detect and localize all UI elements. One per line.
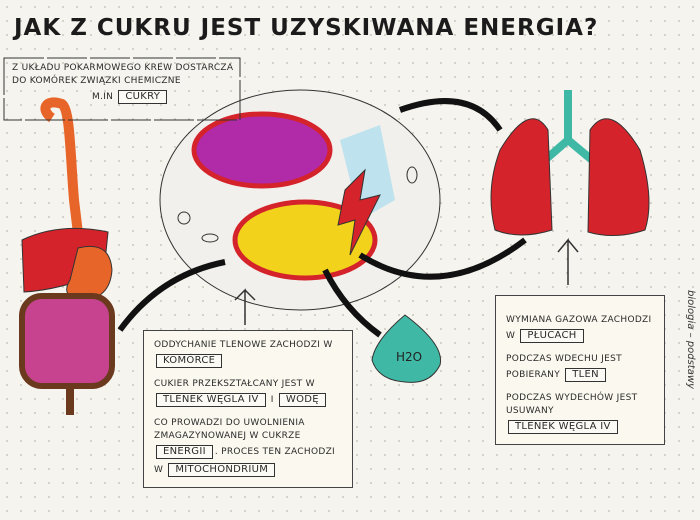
arrow-cell-to-lungs xyxy=(358,237,527,280)
right-lung xyxy=(587,118,650,236)
up-arrow-lung-card xyxy=(557,237,579,285)
cell-card-text-2: CUKIER PRZEKSZTAŁCANY JEST W xyxy=(154,379,315,389)
lung-card-text-1: WYMIANA GAZOWA ZACHODZI W xyxy=(506,315,652,341)
vesicle xyxy=(201,233,219,243)
intro-text: Z UKŁADU POKARMOWEGO KREW DOSTARCZA DO K… xyxy=(12,63,234,86)
vesicle xyxy=(177,211,191,225)
answer-box-tlenek: TLENEK WĘGLA IV xyxy=(156,393,266,407)
cell-card-text-4: . PROCES TEN ZACHODZI W xyxy=(154,447,335,475)
water-drop xyxy=(371,314,442,383)
lung-card-text-3: PODCZAS WYDECHÓW JEST USUWANY xyxy=(506,393,638,416)
water-label: H2O xyxy=(396,350,423,364)
answer-box-komorce: KOMÓRCE xyxy=(156,354,223,368)
lung-card: WYMIANA GAZOWA ZACHODZI W PŁUCACH PODCZA… xyxy=(495,295,665,445)
answer-box-tlen: TLEN xyxy=(565,368,606,382)
arrow-lungs-to-cell xyxy=(398,98,503,132)
stomach xyxy=(66,245,113,301)
trachea xyxy=(542,90,595,164)
answer-box-plucach: PŁUCACH xyxy=(520,329,584,343)
answer-box-mitochondrium: MITOCHONDRIUM xyxy=(168,463,276,477)
answer-box-wode: WODĘ xyxy=(278,393,326,407)
nucleus xyxy=(191,111,333,189)
cell-card-text-3: CO PROWADZI DO UWOLNIENIA ZMAGAZYNOWANEJ… xyxy=(154,418,305,441)
side-label: biologia – podstawy xyxy=(685,290,696,389)
arrows xyxy=(117,98,527,338)
cell-card: ODDYCHANIE TLENOWE ZACHODZI W KOMÓRCE CU… xyxy=(143,330,353,488)
intestines xyxy=(19,293,115,389)
oxygen-channel xyxy=(340,125,395,220)
page-title: JAK Z CUKRU JEST UZYSKIWANA ENERGIA? xyxy=(14,15,599,41)
answer-box-energii: ENERGII xyxy=(156,445,213,459)
energy-bolt xyxy=(337,168,381,256)
arrow-cell-to-water xyxy=(322,268,382,338)
vesicle xyxy=(406,166,418,184)
answer-box-cukry: CUKRY xyxy=(118,90,168,104)
esophagus xyxy=(40,97,85,251)
arrow-intestine-to-cell xyxy=(117,259,226,332)
cell-card-and: I xyxy=(270,395,274,405)
cell-card-text-1: ODDYCHANIE TLENOWE ZACHODZI W xyxy=(154,340,333,350)
intro-note: Z UKŁADU POKARMOWEGO KREW DOSTARCZA DO K… xyxy=(12,62,237,106)
left-lung xyxy=(490,118,553,236)
answer-box-tlenek-wegla: TLENEK WĘGLA IV xyxy=(508,420,618,434)
intro-prefix: M.IN xyxy=(92,92,114,102)
up-arrow-cell-card xyxy=(234,288,256,325)
intro-frame xyxy=(3,57,241,121)
lung-card-text-2: PODCZAS WDECHU JEST POBIERANY xyxy=(506,354,622,380)
